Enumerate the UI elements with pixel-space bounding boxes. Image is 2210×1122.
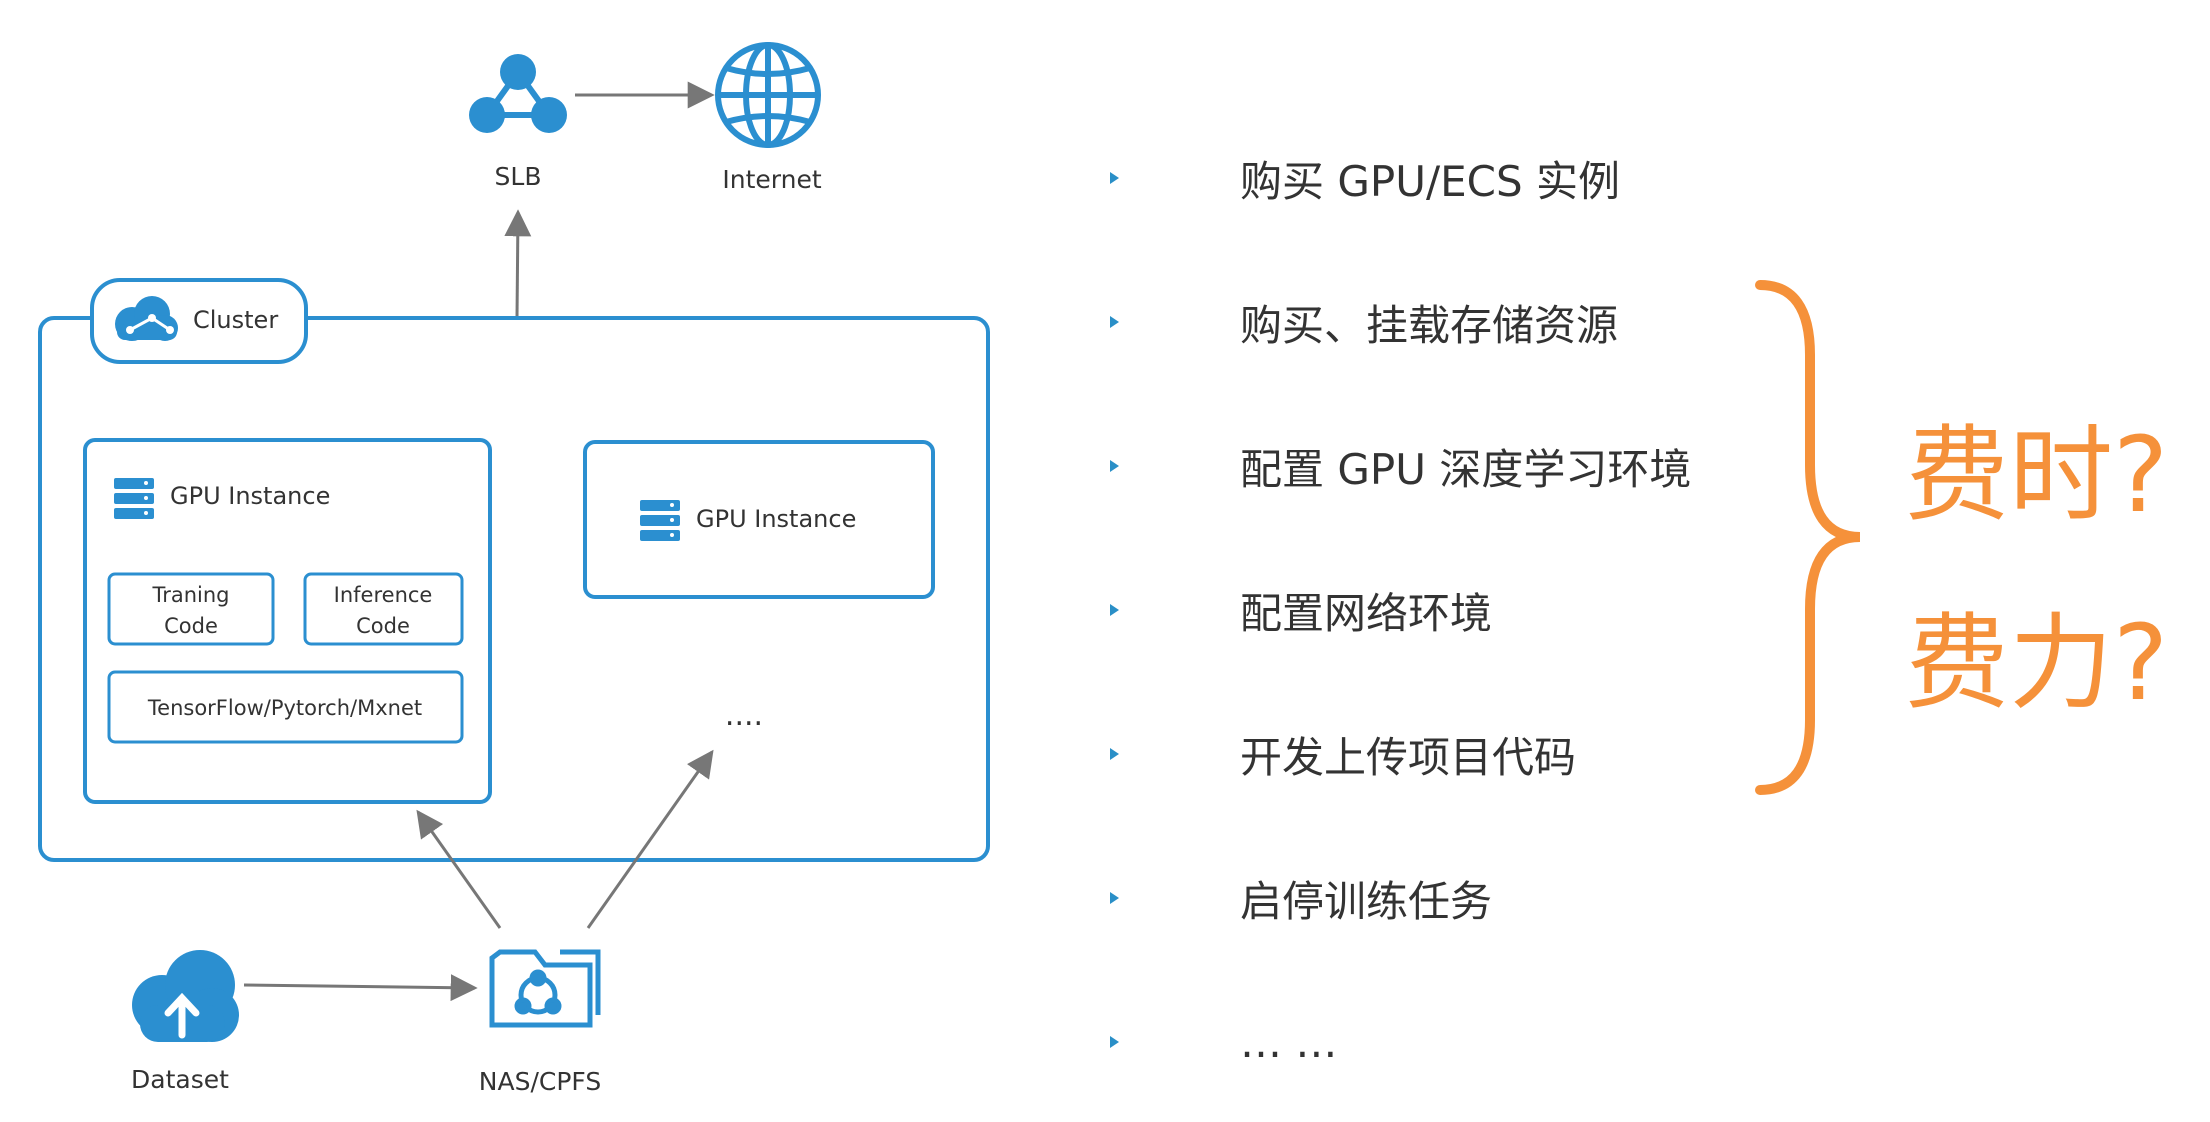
frameworks-box [107,670,464,744]
question-labor-intensive: 费力? [1905,602,2169,724]
cloud-icon [115,296,178,341]
globe-icon [715,42,821,148]
nas-to-more-arrow [586,749,714,929]
cluster-to-slb-arrow [504,209,532,319]
step-text: 配置 GPU 深度学习环境 [1240,444,1692,494]
training-code-label-line2: Code [164,614,218,638]
folder-share-icon [489,949,601,1028]
bullet-icon [1110,892,1119,904]
nas-to-gpu-1-arrow [416,809,502,929]
step-text: 配置网络环境 [1240,588,1493,638]
bullet-icon [1110,172,1119,184]
bullet-icon [1110,460,1119,472]
server-icon [114,478,154,519]
slb-label: SLB [495,162,542,191]
question-time-consuming: 费时? [1905,414,2169,536]
server-icon [640,500,680,541]
step-text: … … [1240,1017,1338,1067]
curly-brace [1755,280,1861,795]
dataset-to-nas-arrow [243,974,478,1002]
inference-code-box [303,572,464,646]
training-code-box [107,572,275,646]
bullet-icon [1110,748,1119,760]
step-text: 启停训练任务 [1240,876,1493,926]
nas-cpfs-label: NAS/CPFS [479,1067,601,1096]
internet-label: Internet [722,165,821,194]
step-text: 购买、挂载存储资源 [1240,300,1619,350]
gpu-instance-2-box [583,440,935,599]
slb-icon [469,54,567,133]
inference-code-label-line1: Inference [334,583,433,607]
architecture-diagram: SLB Internet Cluster GPU Instance [38,42,990,1096]
gpu-instance-1-box [83,438,492,804]
dataset-label: Dataset [131,1065,229,1094]
gpu-instance-1-label: GPU Instance [170,482,330,510]
step-text: 购买 GPU/ECS 实例 [1240,156,1620,206]
bullet-icon [1110,604,1119,616]
frameworks-label: TensorFlow/Pytorch/Mxnet [147,696,422,720]
bullet-icon [1110,1036,1119,1048]
inference-code-label-line2: Code [356,614,410,638]
more-instances-ellipsis: .... [725,698,763,733]
gpu-instance-2-label: GPU Instance [696,505,856,533]
step-text: 开发上传项目代码 [1240,732,1577,782]
training-code-label-line1: Traning [151,583,229,607]
cluster-label: Cluster [193,306,278,334]
cloud-upload-icon [132,950,239,1042]
cluster-frame [38,316,990,862]
bullet-icon [1110,316,1119,328]
